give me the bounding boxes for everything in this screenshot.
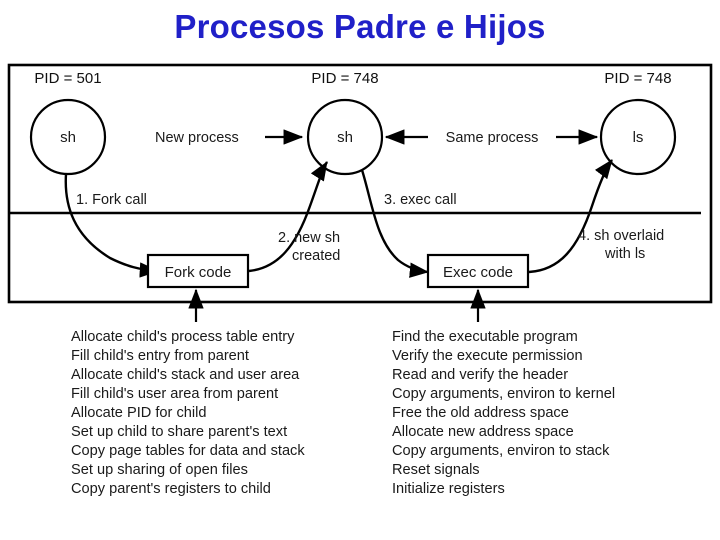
node-parent-shell: [29, 98, 107, 176]
exec-step-item: Reset signals: [392, 462, 480, 478]
exec-call-curve: [360, 169, 429, 278]
exec-step-item: Find the executable program: [392, 329, 578, 345]
step-2-label-line1: 2. new sh: [278, 230, 340, 246]
fork-steps-list: Allocate child's process table entry Fil…: [71, 329, 305, 497]
node-exec-ls-label: ls: [633, 129, 644, 146]
relation-new-process-label: New process: [155, 130, 239, 146]
node-child-shell: [306, 98, 384, 176]
page-title: Procesos Padre e Hijos: [174, 8, 546, 45]
exec-step-item: Copy arguments, environ to kernel: [392, 386, 615, 402]
fork-step-item: Fill child's entry from parent: [71, 348, 249, 364]
fork-call-curve: [64, 173, 159, 278]
node-child-shell-label: sh: [337, 129, 353, 146]
fork-step-item: Allocate child's process table entry: [71, 329, 295, 345]
process-lifecycle-diagram: sh PID = 501 sh PID = 748 ls PID = 748 N…: [0, 56, 720, 516]
fork-step-item: Set up child to share parent's text: [71, 424, 287, 440]
sh-overlaid-curve: [528, 159, 613, 274]
box-exec-code-label: Exec code: [443, 264, 513, 281]
fork-step-item: Copy parent's registers to child: [71, 481, 271, 497]
exec-step-item: Free the old address space: [392, 405, 569, 421]
relation-same-process-label: Same process: [446, 130, 539, 146]
step-3-label: 3. exec call: [384, 192, 457, 208]
diagram-outer-frame: [7, 63, 713, 304]
fork-step-item: Allocate child's stack and user area: [71, 367, 300, 383]
step-2-label-line2: created: [292, 248, 340, 264]
box-exec-code: [426, 253, 530, 289]
fork-step-item: Set up sharing of open files: [71, 462, 248, 478]
step-1-label: 1. Fork call: [76, 192, 147, 208]
exec-step-item: Allocate new address space: [392, 424, 574, 440]
exec-step-item: Read and verify the header: [392, 367, 568, 383]
exec-step-item: Copy arguments, environ to stack: [392, 443, 610, 459]
exec-steps-list: Find the executable program Verify the e…: [392, 329, 615, 497]
fork-step-item: Allocate PID for child: [71, 405, 206, 421]
node-exec-ls-pid: PID = 748: [604, 70, 671, 87]
node-child-shell-pid: PID = 748: [311, 70, 378, 87]
new-sh-created-curve: [248, 161, 329, 273]
node-exec-ls: [599, 98, 677, 176]
fork-step-item: Fill child's user area from parent: [71, 386, 278, 402]
step-4-label-line1: 4. sh overlaid: [578, 228, 664, 244]
exec-step-item: Verify the execute permission: [392, 348, 583, 364]
box-fork-code-label: Fork code: [165, 264, 232, 281]
node-parent-shell-pid: PID = 501: [34, 70, 101, 87]
step-4-label-line2: with ls: [604, 246, 645, 262]
fork-step-item: Copy page tables for data and stack: [71, 443, 305, 459]
exec-step-item: Initialize registers: [392, 481, 505, 497]
node-parent-shell-label: sh: [60, 129, 76, 146]
box-fork-code: [146, 253, 250, 289]
